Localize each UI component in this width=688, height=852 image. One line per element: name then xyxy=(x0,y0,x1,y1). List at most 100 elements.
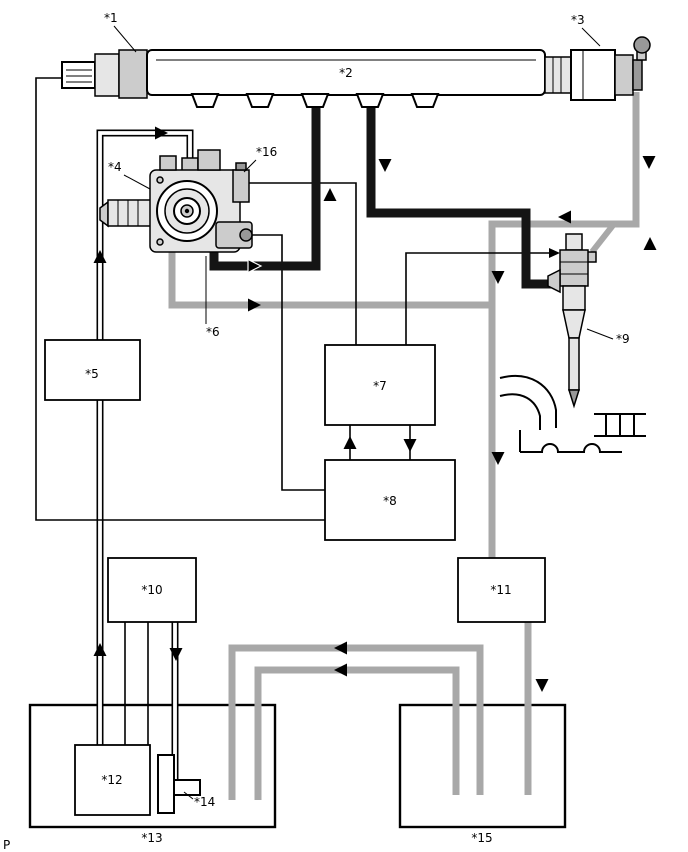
box-8 xyxy=(324,459,456,541)
pump-shaft-ridges xyxy=(117,200,139,226)
label-7: *7 xyxy=(373,379,387,393)
leader-14 xyxy=(183,791,194,800)
arrow-down-return-lower xyxy=(491,452,505,465)
injector-stem xyxy=(568,337,580,391)
limiter-collar xyxy=(614,54,634,96)
label-5: *5 xyxy=(85,367,99,381)
label-13: *13 xyxy=(141,831,162,845)
pump-hub-center xyxy=(184,208,190,214)
labels: *1 *2 *3 *4 *16 *5 *6 *7 *8 *9 *10 *11 *… xyxy=(3,11,630,852)
port-arc-outer xyxy=(499,374,557,428)
arrow-down-return-upper xyxy=(491,271,505,284)
pump-valve-16-body xyxy=(232,169,250,203)
wire-rail-sensor-to-box8 xyxy=(35,77,332,521)
rail-port-1 xyxy=(190,93,220,108)
corner-marker: P xyxy=(3,838,10,852)
flow-arrows xyxy=(93,126,657,692)
arrow-down-to-sub-tank xyxy=(535,679,549,692)
injector-taper xyxy=(562,309,586,339)
injector-body-lines xyxy=(560,261,588,275)
rail-port-5 xyxy=(410,93,440,108)
arrow-up-tank-suction xyxy=(93,643,107,656)
pump-bolt-a xyxy=(156,176,164,184)
injector-mid xyxy=(562,285,586,311)
part-14-body xyxy=(157,754,175,814)
box-7 xyxy=(324,344,436,426)
pipe-transfer-upper xyxy=(228,644,484,800)
pipe-transfer-lower xyxy=(254,666,460,800)
arrow-down-rail-to-injector xyxy=(378,159,392,172)
pipe-suction xyxy=(98,131,192,752)
leader-1 xyxy=(113,25,137,53)
rail-port-2 xyxy=(245,93,275,108)
label-16: *16 xyxy=(256,145,277,159)
pump-valve-16-cap xyxy=(235,162,247,171)
box-10 xyxy=(107,557,197,623)
label-2: *2 xyxy=(339,66,353,80)
pump-shaft xyxy=(107,199,153,227)
arrow-up-injector-leak xyxy=(643,237,657,250)
pipe-injector-return-branch xyxy=(589,222,617,254)
leader-16 xyxy=(243,159,257,173)
limiter-nut xyxy=(544,56,572,94)
pipe-pump-return xyxy=(168,250,492,309)
arrow-right-suction-top xyxy=(155,126,168,140)
rail-port-4 xyxy=(355,93,385,108)
label-1: *1 xyxy=(104,11,118,25)
arrow-left-transfer-upper xyxy=(334,641,347,655)
wire-box7-to-injector xyxy=(405,252,550,348)
arrow-right-pump-return xyxy=(248,298,261,312)
label-9: *9 xyxy=(616,332,630,346)
valve-bumps xyxy=(520,443,622,453)
limiter-knob xyxy=(633,36,651,54)
pump-top-detail-a xyxy=(159,155,177,171)
label-4: *4 xyxy=(108,160,122,174)
arrow-left-transfer-lower xyxy=(334,663,347,677)
arrow-down-tank-feed xyxy=(169,648,183,661)
wire-pump-valve-to-box7 xyxy=(247,182,357,348)
pipe-high-pressure-pump-to-rail xyxy=(209,98,321,271)
arrow-down-box7-to-box8 xyxy=(403,439,417,452)
leader-4 xyxy=(123,174,151,190)
box-11 xyxy=(457,557,546,623)
arrow-up-pump-to-rail xyxy=(323,188,337,201)
pump-scv-knob xyxy=(239,228,253,242)
injector-inlet-nub xyxy=(547,268,561,294)
port-arc-inner xyxy=(499,393,541,430)
rail-connector xyxy=(61,61,96,89)
injector-assembly xyxy=(547,233,597,409)
box-5 xyxy=(44,339,141,401)
leader-3 xyxy=(581,27,601,47)
arrow-up-suction xyxy=(93,250,107,263)
label-3: *3 xyxy=(571,13,585,27)
label-14: *14 xyxy=(194,795,215,809)
engine-port-drawing xyxy=(499,374,646,453)
limiter-body xyxy=(570,49,616,101)
arrow-wire-to-injector xyxy=(549,248,560,258)
injector-connector xyxy=(565,233,583,251)
box-12-in-tank-unit xyxy=(74,744,151,816)
arrow-left-return-line xyxy=(558,210,571,224)
pipe-return-main xyxy=(488,92,640,560)
head-fins xyxy=(594,413,646,437)
pump-top-detail-b xyxy=(197,149,221,171)
rail-left-collar xyxy=(94,53,120,97)
injector-tip xyxy=(567,389,581,409)
label-12: *12 xyxy=(101,773,122,787)
label-15: *15 xyxy=(471,831,492,845)
common-rail-assembly xyxy=(61,36,651,108)
main-fuel-tank xyxy=(28,703,277,829)
leader-9 xyxy=(586,328,614,340)
part-14-elbow xyxy=(173,779,201,796)
label-6: *6 xyxy=(206,325,220,339)
arrow-up-box8-to-box7 xyxy=(343,436,357,449)
injector-body xyxy=(559,249,589,287)
rail-connector-pins xyxy=(66,69,92,83)
limiter-outlet xyxy=(632,59,643,91)
label-10: *10 xyxy=(141,583,162,597)
supply-pump-assembly xyxy=(99,149,253,253)
limiter-nut-ridges xyxy=(552,57,562,93)
label-8: *8 xyxy=(383,494,397,508)
